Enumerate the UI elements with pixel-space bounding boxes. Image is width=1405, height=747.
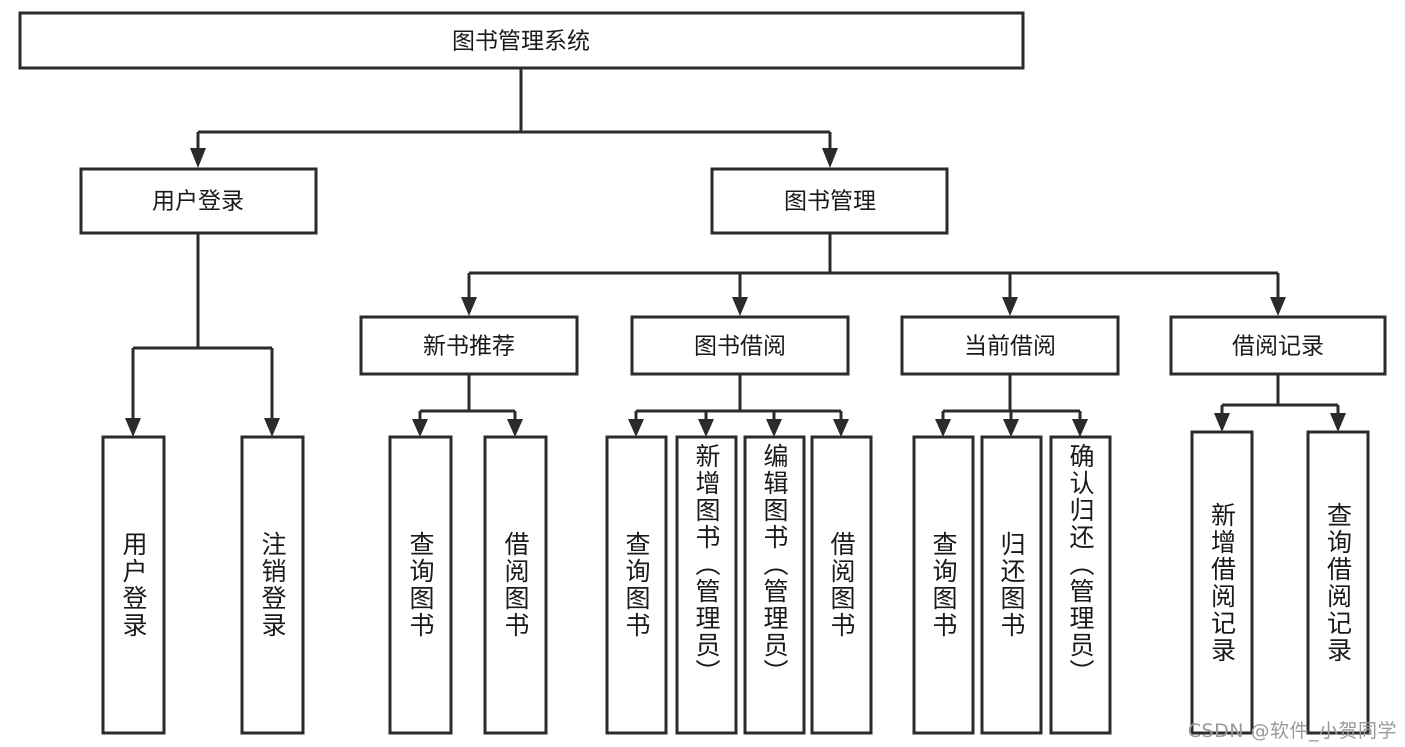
arrow-head-icon [190,148,206,168]
connector-book-borrow-to-leaves [628,374,849,437]
book-borrow-label: 图书借阅 [694,334,786,360]
arrow-head-icon [1270,297,1286,316]
arrow-head-icon [264,418,280,437]
leaf-node-query-book-current[interactable] [912,435,975,735]
arrow-head-icon [698,419,714,437]
leaf-box [101,435,166,735]
connector-root-to-level2 [190,68,838,168]
leaf-box [980,435,1043,735]
node-root[interactable]: 图书管理系统 [18,11,1025,70]
leaf-node-logout[interactable] [240,435,305,735]
leaf-node-query-book-recommend[interactable] [388,435,453,735]
new-book-recommend-label: 新书推荐 [423,334,515,360]
leaf-box [1049,435,1112,735]
connector-current-borrow-to-leaves [935,374,1088,437]
arrow-head-icon [732,297,748,316]
leaf-node-add-book-admin[interactable] [675,435,738,735]
leaf-node-query-borrow-record[interactable] [1306,430,1370,735]
leaf-node-borrow-book[interactable] [810,435,873,735]
arrow-head-icon [1002,297,1018,316]
node-book-borrow[interactable]: 图书借阅 [630,315,850,376]
connector-user-login-to-leaves [125,233,280,437]
leaf-box [743,435,806,735]
arrow-head-icon [935,419,951,437]
leaf-box [240,435,305,735]
node-new-book-recommend[interactable]: 新书推荐 [359,315,579,376]
root-box [18,11,1025,70]
leaf-box [388,435,453,735]
leaf-box [675,435,738,735]
root-label: 图书管理系统 [452,29,590,55]
arrow-head-icon [1003,419,1019,437]
connector-new-book-recommend-to-leaves [412,374,523,437]
current-borrow-label: 当前借阅 [964,334,1056,360]
csdn-watermark: CSDN @软件_小贺同学 [1187,720,1397,742]
leaf-node-edit-book-admin[interactable] [743,435,806,735]
arrow-head-icon [822,148,838,168]
current-borrow-box [900,315,1120,376]
arrow-head-icon [1330,413,1346,432]
arrow-head-icon [125,418,141,437]
node-book-management[interactable]: 图书管理 [710,167,949,235]
leaf-box [483,435,548,735]
borrow-record-label: 借阅记录 [1232,334,1324,360]
user-login-label: 用户登录 [152,189,244,215]
arrow-head-icon [412,419,428,437]
connector-borrow-record-to-leaves [1214,374,1346,432]
leaf-node-return-book[interactable] [980,435,1043,735]
node-borrow-record[interactable]: 借阅记录 [1169,315,1387,376]
leaf-box [1306,430,1370,735]
leaf-node-borrow-book-recommend[interactable] [483,435,548,735]
connector-book-management-to-level3 [461,233,1286,316]
user-login-box [79,167,318,235]
arrow-head-icon [766,419,782,437]
leaf-node-add-borrow-record[interactable] [1190,430,1254,735]
leaf-box [1190,430,1254,735]
leaf-box [810,435,873,735]
new-book-recommend-box [359,315,579,376]
leaf-node-query-book-borrow[interactable] [605,435,668,735]
leaf-box [912,435,975,735]
node-current-borrow[interactable]: 当前借阅 [900,315,1120,376]
leaf-box [605,435,668,735]
arrow-head-icon [833,419,849,437]
leaf-node-user-login-action[interactable] [101,435,166,735]
arrow-head-icon [507,419,523,437]
book-management-label: 图书管理 [784,189,876,215]
leaf-node-confirm-return-admin[interactable] [1049,435,1112,735]
arrow-head-icon [461,297,477,316]
arrow-head-icon [1072,419,1088,437]
node-user-login[interactable]: 用户登录 [79,167,318,235]
arrow-head-icon [1214,413,1230,432]
arrow-head-icon [628,419,644,437]
